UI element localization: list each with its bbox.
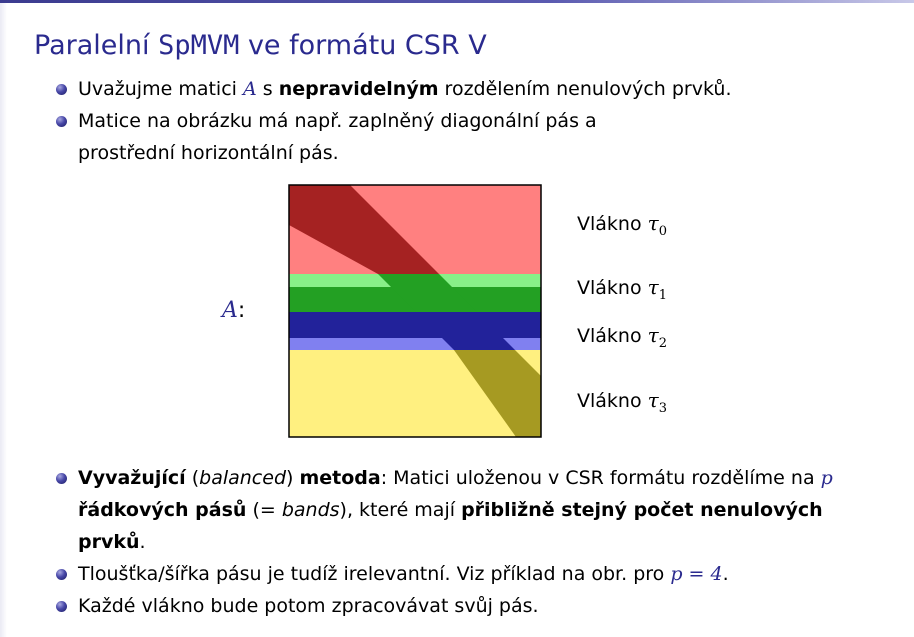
bullet-list-bottom: Vyvažující (balanced) metoda: Matici ulo… xyxy=(50,462,890,622)
thread-text: Vlákno xyxy=(577,325,648,347)
text: Každé vlákno bude potom zpracovávat svůj… xyxy=(78,595,539,617)
bullet-item: Uvažujme matici A s nepravidelným rozděl… xyxy=(50,73,890,105)
text: : Matici uloženou v CSR formátu rozdělím… xyxy=(380,467,821,489)
thread-text: Vlákno xyxy=(577,390,648,412)
bold-text: metoda xyxy=(299,467,381,489)
band-blue xyxy=(289,312,541,338)
bullet-icon xyxy=(56,601,67,612)
thread-label-0: Vlákno τ0 xyxy=(577,211,667,239)
tau-symbol: τ xyxy=(647,388,659,412)
tau-symbol: τ xyxy=(647,275,659,299)
text: . xyxy=(139,531,146,553)
thread-label-1: Vlákno τ1 xyxy=(577,275,667,303)
left-shade xyxy=(0,3,7,637)
text: Tloušťka/šířka pásu je tudíž irelevantní… xyxy=(78,563,671,585)
text: Uvažujme matici xyxy=(78,78,243,100)
thread-label-3: Vlákno τ3 xyxy=(577,388,667,416)
bold-text: nepravidelným xyxy=(278,78,439,100)
math-p-equals-4: p = 4 xyxy=(670,563,723,585)
italic-text: balanced xyxy=(199,467,287,489)
thread-text: Vlákno xyxy=(577,277,648,299)
title-suffix: ve formátu CSR V xyxy=(239,30,487,61)
tau-index: 2 xyxy=(658,335,667,351)
text: ) xyxy=(286,467,300,489)
bullet-item: Každé vlákno bude potom zpracovávat svůj… xyxy=(50,590,890,622)
diagonal-red xyxy=(289,185,439,274)
text: s xyxy=(256,78,279,100)
matrix-border xyxy=(288,184,542,438)
thread-text: Vlákno xyxy=(577,213,648,235)
bullet-item: Matice na obrázku má např. zaplněný diag… xyxy=(50,105,678,169)
bullet-item: Tloušťka/šířka pásu je tudíž irelevantní… xyxy=(50,558,890,590)
text: ), které mají xyxy=(339,499,462,521)
bullet-icon xyxy=(56,84,67,95)
colon: : xyxy=(237,298,246,323)
bullet-icon xyxy=(56,473,67,484)
bullet-icon xyxy=(56,116,67,127)
tau-symbol: τ xyxy=(647,211,659,235)
tau-index: 0 xyxy=(658,223,667,239)
tau-index: 1 xyxy=(658,287,667,303)
diagonal-blue xyxy=(416,312,503,338)
italic-text: bands xyxy=(281,499,340,521)
title-code: SpMVM xyxy=(158,30,240,61)
diagonal-light-green xyxy=(378,274,452,287)
bullet-list-top: Uvažujme matici A s nepravidelným rozděl… xyxy=(50,73,890,169)
diagonal-green xyxy=(391,287,477,312)
text: rozdělením nenulových prvků. xyxy=(438,78,732,100)
bold-text: řádkových pásů xyxy=(78,499,247,521)
bold-text: Vyvažující xyxy=(78,467,186,489)
bullet-item: Vyvažující (balanced) metoda: Matici ulo… xyxy=(50,462,838,558)
diagonal-yellow xyxy=(454,350,541,437)
text: ( xyxy=(185,467,200,489)
diagonal-light-blue xyxy=(442,338,515,350)
text: Matice na obrázku má např. zaplněný diag… xyxy=(78,110,597,164)
math-p: p xyxy=(820,467,833,489)
bold-text: přibližně stejný počet nenulových prvků xyxy=(78,499,823,553)
bullet-icon xyxy=(56,569,67,580)
tau-symbol: τ xyxy=(647,323,659,347)
title-prefix: Paralelní xyxy=(34,30,159,61)
thread-label-2: Vlákno τ2 xyxy=(577,323,667,351)
tau-index: 3 xyxy=(658,400,667,416)
top-accent-bar xyxy=(0,0,914,3)
text: . xyxy=(722,563,729,585)
matrix-label: A: xyxy=(222,298,245,323)
slide-title: Paralelní SpMVM ve formátu CSR V xyxy=(34,30,487,61)
math-A: A xyxy=(222,298,238,323)
math-A: A xyxy=(242,78,257,100)
text: (= xyxy=(246,499,282,521)
